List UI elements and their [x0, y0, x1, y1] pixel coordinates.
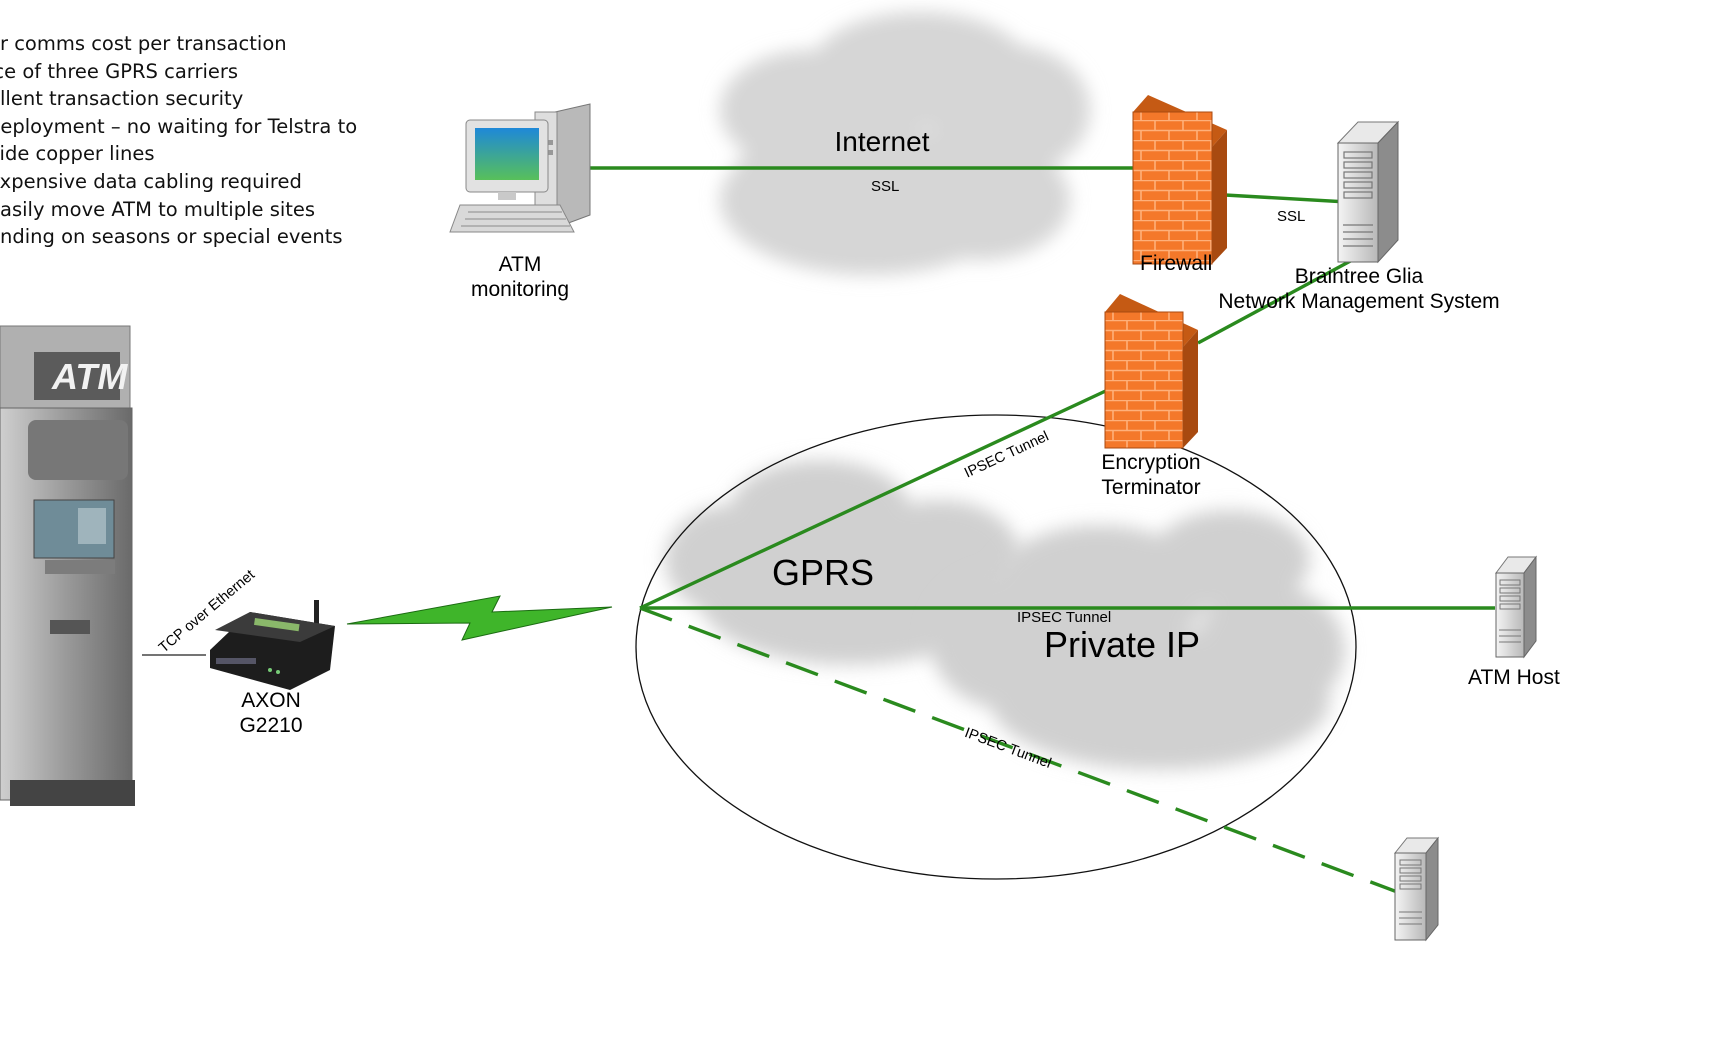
benefit-item: expensive data cabling required	[0, 169, 302, 193]
ipsec-tunnel-label: IPSEC Tunnel	[1017, 609, 1112, 626]
nms-server-icon	[1336, 120, 1400, 264]
firewall-label: Firewall	[1140, 252, 1213, 275]
ssl-internet-label: SSL	[871, 178, 900, 195]
internet-label: Internet	[834, 126, 930, 157]
atm-sign-label: ATM	[52, 356, 128, 397]
atm-machine-icon	[0, 325, 135, 806]
benefit-item: ice of three GPRS carriers	[0, 59, 239, 83]
firewall-icon	[1132, 95, 1227, 265]
benefit-item: ending on seasons or special events	[0, 225, 343, 249]
benefit-item: deployment – no waiting for Telstra to	[0, 114, 358, 138]
atm-host-server-icon	[1495, 555, 1537, 659]
gprs-label: GPRS	[772, 552, 875, 593]
benefit-item: vide copper lines	[0, 142, 155, 166]
internet-cloud	[720, 12, 1090, 275]
benefit-item: er comms cost per transaction	[0, 32, 287, 55]
link-gprs-encryption	[639, 386, 1113, 610]
axon-router-icon	[210, 600, 335, 690]
encryption-terminator-icon	[1104, 294, 1198, 449]
benefit-item: ellent transaction security	[0, 87, 244, 111]
wireless-bolt-icon	[346, 595, 613, 641]
private-ip-cloud	[930, 510, 1345, 770]
ssl-nms-label: SSL	[1277, 208, 1306, 225]
monitoring-pc-icon	[449, 103, 591, 233]
gprs-network-boundary	[635, 414, 1357, 880]
link-gprs-server-dashed	[639, 606, 1401, 895]
atm-host-label: ATM Host	[1468, 666, 1560, 689]
benefits-list: er comms cost per transaction ice of thr…	[0, 30, 448, 251]
private-ip-label: Private IP	[1044, 624, 1201, 665]
benefit-item: easily move ATM to multiple sites	[0, 197, 316, 221]
backup-server-icon	[1393, 836, 1440, 942]
